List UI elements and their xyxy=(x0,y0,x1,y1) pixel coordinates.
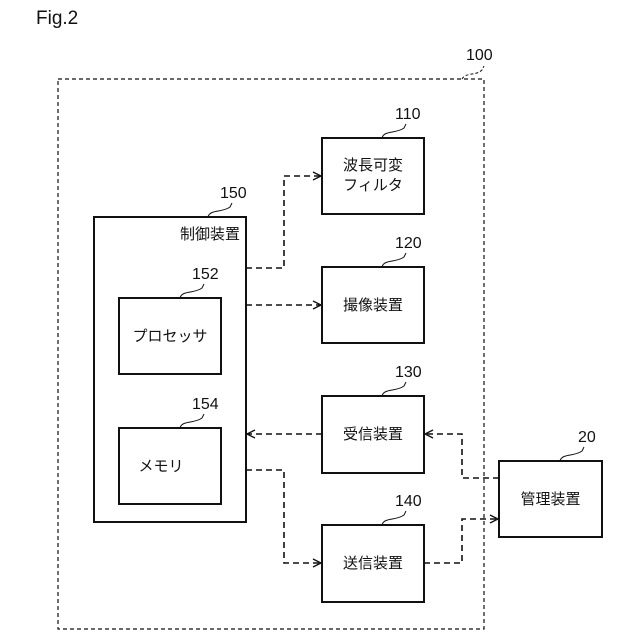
controller-label: 制御装置 xyxy=(160,224,240,244)
imaging-ref: 120 xyxy=(395,235,422,253)
filter-label: 波長可変 フィルタ xyxy=(322,155,424,195)
processor-label: プロセッサ xyxy=(119,326,221,346)
imaging-ref-leader xyxy=(382,253,406,267)
receiver-ref-leader xyxy=(382,382,406,396)
controller-box xyxy=(94,217,246,522)
controller-ref-leader xyxy=(208,203,232,217)
memory-label: メモリ xyxy=(110,456,212,476)
controller-ref: 150 xyxy=(220,185,247,203)
processor-ref-leader xyxy=(180,284,204,298)
management-to-receiver-arrow xyxy=(425,434,499,478)
transmitter-to-management-arrow xyxy=(424,519,498,563)
management-ref-leader xyxy=(560,447,584,461)
receiver-label: 受信装置 xyxy=(322,424,424,444)
transmitter-ref-leader xyxy=(382,511,406,525)
figure-label: Fig.2 xyxy=(36,8,78,30)
memory-ref: 154 xyxy=(192,396,219,414)
memory-ref-leader xyxy=(180,414,204,428)
filter-ref: 110 xyxy=(395,106,421,124)
imaging-label: 撮像装置 xyxy=(322,295,424,315)
management-label: 管理装置 xyxy=(499,489,602,509)
filter-label-line2: フィルタ xyxy=(322,175,424,195)
memory-to-transmitter-arrow xyxy=(246,470,321,563)
filter-ref-leader xyxy=(382,124,406,138)
transmitter-ref: 140 xyxy=(395,493,422,511)
system-ref: 100 xyxy=(466,47,493,65)
controller-to-filter-arrow xyxy=(246,176,321,268)
transmitter-label: 送信装置 xyxy=(322,553,424,573)
receiver-ref: 130 xyxy=(395,364,422,382)
filter-label-line1: 波長可変 xyxy=(322,155,424,175)
management-ref: 20 xyxy=(578,429,596,447)
system-ref-leader xyxy=(462,66,484,79)
processor-ref: 152 xyxy=(192,266,219,284)
